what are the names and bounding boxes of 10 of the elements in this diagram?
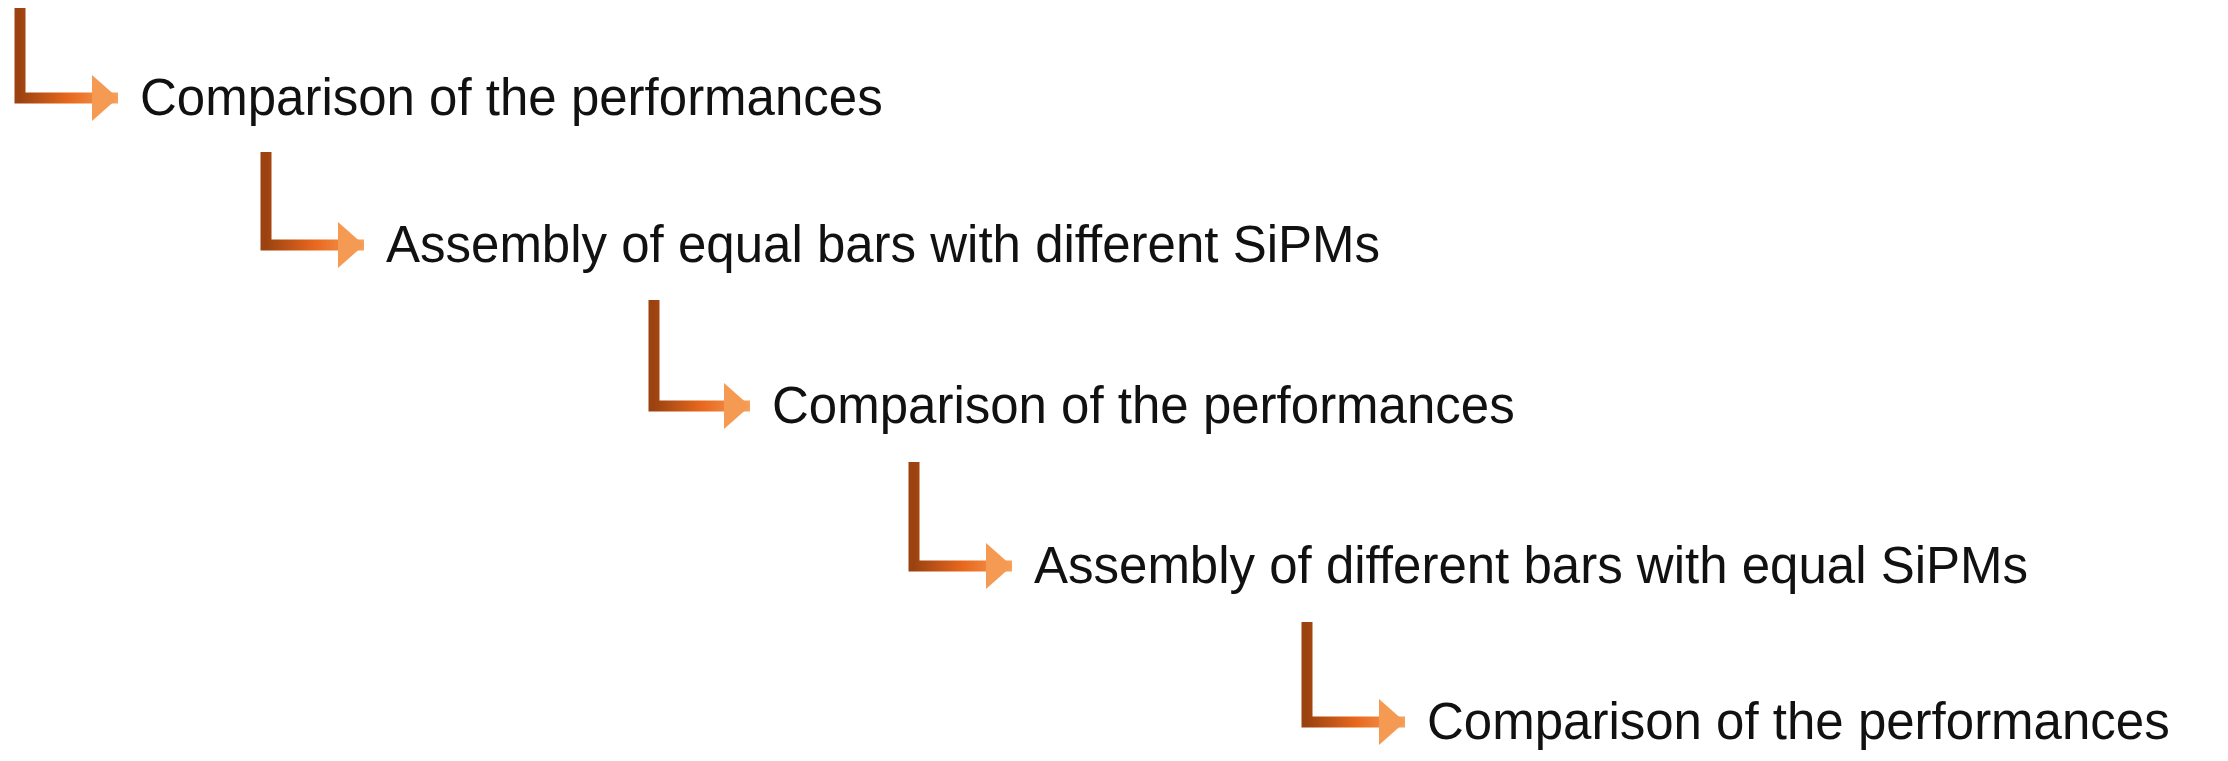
step-text: Comparison of the performances <box>1405 694 2170 750</box>
elbow-arrow <box>1301 622 1405 745</box>
elbow-arrow <box>648 300 750 429</box>
step-text: Comparison of the performances <box>118 70 883 126</box>
elbow-arrow <box>260 152 364 268</box>
elbow-arrow <box>14 8 118 121</box>
elbow-arrow <box>908 462 1012 589</box>
step-text: Assembly of different bars with equal SiPMs <box>1012 538 2028 594</box>
step-text: Assembly of equal bars with different SiPMs <box>364 217 1380 273</box>
step-text: Comparison of the performances <box>750 378 1515 434</box>
